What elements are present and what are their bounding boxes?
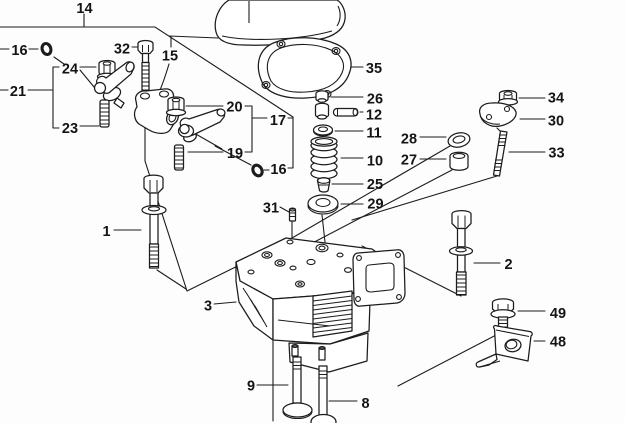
callout-10: 10 xyxy=(367,154,383,170)
callout-23: 23 xyxy=(62,121,78,137)
head-bolt-1-part xyxy=(141,174,167,269)
callout-30: 30 xyxy=(548,114,564,130)
valve-keeper-part xyxy=(316,177,331,193)
callout-27: 27 xyxy=(401,153,417,169)
seal-washer-part xyxy=(307,194,339,215)
callout-25: 25 xyxy=(367,177,383,193)
support-bolt-part xyxy=(137,39,154,97)
callout-2: 2 xyxy=(504,257,512,273)
callout-8: 8 xyxy=(361,396,369,412)
flange-bolt-part xyxy=(490,298,516,331)
stem-seal-part xyxy=(314,102,359,120)
intake-valve-part xyxy=(282,356,313,420)
rocker-arm-2-part xyxy=(165,96,226,171)
o-ring-right-part xyxy=(251,163,264,178)
valve-cover-part xyxy=(214,0,346,46)
callout-16-right: 16 xyxy=(270,162,286,178)
callout-26: 26 xyxy=(367,92,383,108)
o-ring-left-part xyxy=(40,41,53,57)
callout-17: 17 xyxy=(270,113,286,129)
head-bolt-2-part xyxy=(448,209,474,296)
callout-19: 19 xyxy=(227,146,243,162)
callout-14: 14 xyxy=(76,1,92,17)
callout-31: 31 xyxy=(263,201,279,217)
callout-11: 11 xyxy=(366,126,381,142)
callout-1: 1 xyxy=(102,224,110,240)
guide-seal-ring-part xyxy=(447,132,471,148)
callout-48: 48 xyxy=(550,335,566,351)
callout-35: 35 xyxy=(366,61,382,77)
callout-labels: 14 16 24 21 23 32 15 20 17 19 16 31 35 2… xyxy=(10,1,566,412)
spring-seat-part xyxy=(312,124,334,137)
callout-16-left: 16 xyxy=(11,43,27,59)
cover-gasket-part xyxy=(257,37,352,99)
callout-21: 21 xyxy=(10,84,26,100)
callout-24: 24 xyxy=(62,62,78,78)
angle-bracket-part xyxy=(475,324,533,368)
callout-32: 32 xyxy=(114,42,130,58)
stud-part xyxy=(492,130,508,177)
callout-28: 28 xyxy=(401,132,417,148)
spring-retainer-part xyxy=(315,90,329,103)
group-14-boundary xyxy=(0,13,294,169)
callout-3: 3 xyxy=(204,299,212,315)
callout-29: 29 xyxy=(367,197,383,213)
callout-34: 34 xyxy=(548,91,564,107)
dowel-pin-part xyxy=(288,207,297,222)
callout-12: 12 xyxy=(366,108,382,124)
rocker-arm-1-part xyxy=(93,59,135,128)
valve-guide-cap-part xyxy=(449,151,469,171)
exhaust-valve-part xyxy=(310,365,337,423)
retainer-plate-part xyxy=(478,102,517,128)
callout-20: 20 xyxy=(226,100,242,116)
valve-spring-part xyxy=(310,136,338,180)
callout-33: 33 xyxy=(548,146,564,162)
callout-9: 9 xyxy=(247,379,255,395)
callout-15: 15 xyxy=(162,49,178,65)
cylinder-head-part xyxy=(235,237,406,373)
callout-49: 49 xyxy=(550,306,566,322)
